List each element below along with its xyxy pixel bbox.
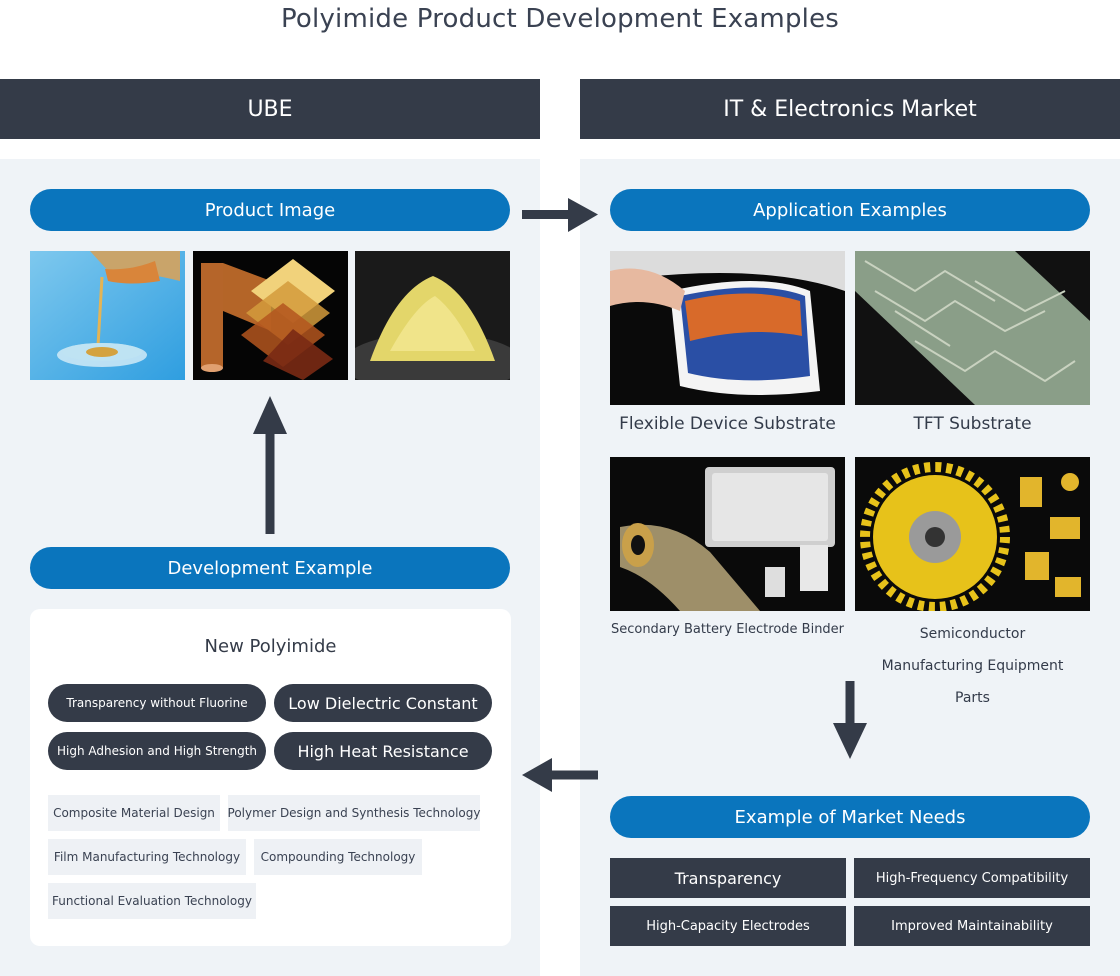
application-caption: Semiconductor Manufacturing Equipment Pa… — [881, 626, 1064, 706]
property-tag: Transparency without Fluorine — [48, 684, 266, 722]
product-image-pill: Product Image — [30, 189, 510, 231]
application-caption: Secondary Battery Electrode Binder — [610, 622, 845, 637]
arrow-right-icon — [522, 198, 598, 232]
arrow-up-icon — [253, 396, 287, 534]
technology-tag: Compounding Technology — [254, 839, 422, 875]
technology-tag: Polymer Design and Synthesis Technology — [228, 795, 480, 831]
market-needs-pill: Example of Market Needs — [610, 796, 1090, 838]
property-tag: Low Dielectric Constant — [274, 684, 492, 722]
market-need-box: Transparency — [610, 858, 846, 898]
property-tag: High Heat Resistance — [274, 732, 492, 770]
market-need-box: High-Capacity Electrodes — [610, 906, 846, 946]
development-example-pill: Development Example — [30, 547, 510, 589]
technology-tag: Composite Material Design — [48, 795, 220, 831]
market-need-box: High-Frequency Compatibility — [854, 858, 1090, 898]
flexible-display-photo — [610, 251, 845, 405]
ube-header: UBE — [0, 79, 540, 139]
new-polyimide-title: New Polyimide — [204, 636, 337, 657]
arrow-down-icon — [833, 681, 867, 759]
market-header: IT & Electronics Market — [580, 79, 1120, 139]
application-caption: Flexible Device Substrate — [619, 414, 836, 434]
powder-photo — [355, 251, 510, 380]
arrow-left-icon — [522, 758, 598, 792]
market-need-box: Improved Maintainability — [854, 906, 1090, 946]
varnish-photo — [30, 251, 185, 380]
film-photo — [193, 251, 348, 380]
application-examples-pill: Application Examples — [610, 189, 1090, 231]
battery-photo — [610, 457, 845, 611]
semiconductor-parts-photo — [855, 457, 1090, 611]
page-title: Polyimide Product Development Examples — [280, 4, 840, 34]
application-caption: TFT Substrate — [913, 414, 1032, 434]
technology-tag: Functional Evaluation Technology — [48, 883, 256, 919]
property-tag: High Adhesion and High Strength — [48, 732, 266, 770]
technology-tag: Film Manufacturing Technology — [48, 839, 246, 875]
tft-substrate-photo — [855, 251, 1090, 405]
